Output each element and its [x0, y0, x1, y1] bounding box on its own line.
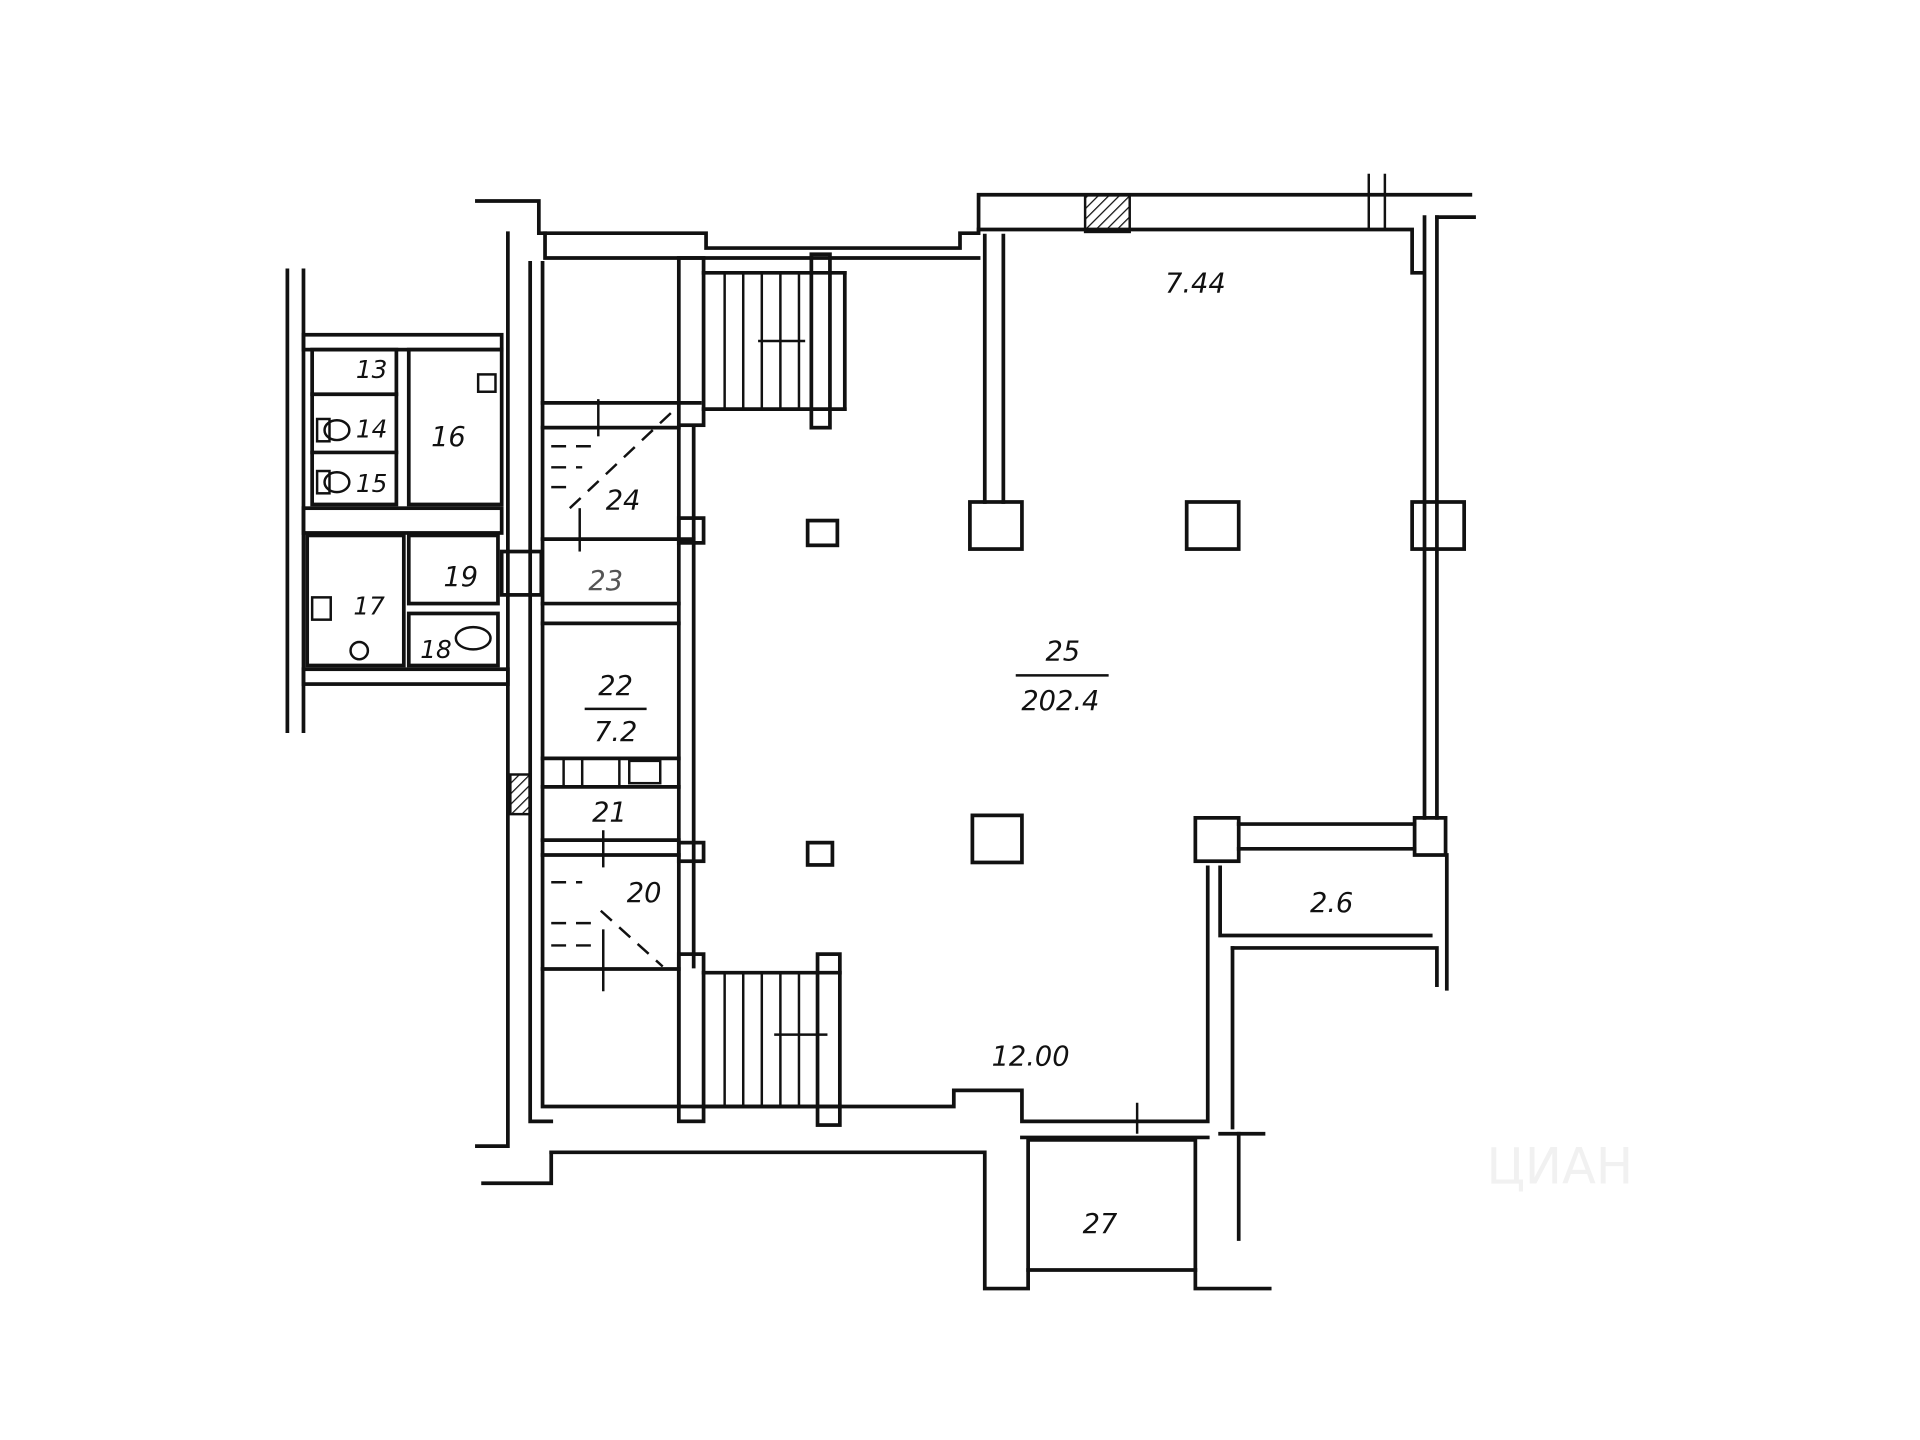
room-label-15: 15: [356, 469, 388, 498]
room-label-22: 22: [598, 671, 633, 702]
dimension-label: 12.00: [992, 1042, 1070, 1073]
room-label-7-44: 7.44: [1165, 269, 1226, 300]
room-label-19: 19: [443, 562, 478, 593]
room-label-2-6: 2.6: [1310, 888, 1353, 919]
service-rooms: [499, 399, 706, 1105]
toilet-block: [285, 268, 510, 734]
watermark: ЦИАН: [1486, 1137, 1633, 1195]
room-label-21: 21: [592, 798, 627, 829]
room-label-17: 17: [353, 592, 385, 621]
room-label-23: 23: [588, 566, 623, 597]
room-label-20: 20: [627, 878, 662, 909]
room-label-18: 18: [420, 635, 452, 664]
room-label-24: 24: [606, 485, 641, 516]
room-label-13: 13: [356, 355, 388, 384]
room-label-27: 27: [1083, 1209, 1118, 1240]
room-label-25: 25: [1045, 637, 1080, 668]
outer-walls: [475, 173, 1476, 1291]
columns: [805, 233, 1241, 867]
room-label-16: 16: [431, 422, 466, 453]
room-area-25: 202.4: [1021, 686, 1099, 717]
room-area-22: 7.2: [594, 717, 637, 748]
room-label-14: 14: [356, 415, 388, 444]
room-labels: 7.44 25 202.4 24 23 22 7.2 21 20 2.6 27 …: [353, 269, 1353, 1240]
stairs: [676, 252, 847, 1127]
